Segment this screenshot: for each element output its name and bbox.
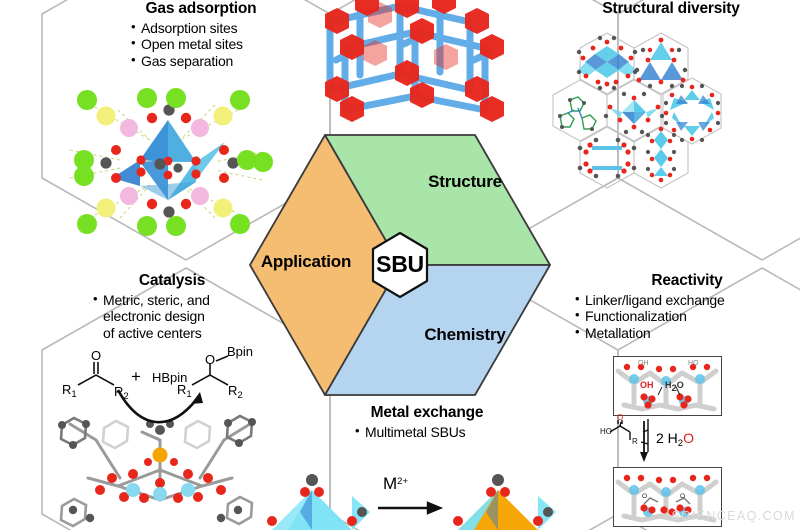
mof-red-polyhedra [325, 0, 504, 122]
sbu-cell-4 [606, 79, 662, 142]
catalysis-carbon-atoms [58, 418, 256, 523]
panel-bullets-metal-exchange: Multimetal SBUs [354, 423, 532, 441]
svg-text:O: O [680, 493, 685, 500]
metal-exchange-left-sbu [267, 474, 370, 530]
reactivity-annotation-h2o: H2O [665, 380, 684, 394]
hex-outline-reactivity [617, 267, 800, 530]
list-item: Linker/ligand exchange [574, 291, 800, 309]
catalysis-scheme-reagent: HBpin [152, 370, 188, 385]
panel-reactivity: Reactivity Linker/ligand exchange Functi… [572, 272, 800, 341]
catalysis-scheme-r1: R1 [62, 382, 77, 400]
panel-title-reactivity: Reactivity [651, 272, 723, 289]
list-item: Gas separation [130, 52, 306, 70]
metal-exchange-arrow-label: M2+ [383, 474, 409, 493]
sbu-graphic-ring [663, 83, 721, 143]
panel-title-catalysis: Catalysis [138, 272, 206, 289]
adsorption-gas-molecules-yellow [96, 106, 233, 218]
svg-text:O: O [642, 493, 647, 500]
sbu-graphic-rod [645, 126, 677, 183]
catalysis-scheme-product-o: O [205, 352, 216, 367]
catalysis-scheme-product-r1: R1 [177, 382, 192, 400]
list-item: Metallation [574, 324, 800, 342]
catalysis-metal-atoms [126, 483, 195, 501]
adsorption-gas-molecules-green [74, 88, 273, 236]
svg-text:O: O [617, 413, 623, 422]
sbu-graphic-organic-linker [558, 96, 597, 131]
sbu-cell-5 [662, 77, 722, 145]
wedge-label-application: Application [260, 252, 352, 271]
panel-bullets-reactivity: Linker/ligand exchange Functionalization… [574, 291, 800, 342]
center-label-sbu: SBU [376, 251, 424, 277]
catalysis-scheme-product-r2: R2 [228, 383, 243, 401]
catalysis-active-metal-atom [152, 447, 168, 463]
panel-title-metal-exchange: Metal exchange [370, 404, 484, 421]
catalysis-scheme-product-bpin: Bpin [227, 344, 254, 359]
wedge-chemistry[interactable] [324, 264, 551, 396]
list-item: electronic design [103, 308, 205, 325]
panel-structural-diversity: Structural diversity [556, 0, 786, 20]
wedge-label-chemistry: Chemistry [424, 325, 506, 344]
sbu-cell-7 [633, 126, 689, 189]
list-item: of active centers [103, 324, 202, 341]
list-item: Functionalization [574, 307, 800, 325]
panel-bullets-catalysis: Metric, steric, and electronic design of… [92, 291, 282, 342]
reactivity-water-label: 2 H2O [656, 430, 694, 449]
svg-text:OH: OH [638, 360, 649, 367]
adsorption-carbon-atoms [100, 104, 239, 218]
panel-metal-exchange: Metal exchange Multimetal SBUs [322, 404, 532, 440]
panel-catalysis: Catalysis Metric, steric, and electronic… [62, 272, 282, 341]
sbu-graphic-paddlewheel [577, 137, 637, 179]
adsorption-gas-molecules-pink [120, 119, 209, 205]
list-item: Multimetal SBUs [354, 423, 532, 441]
wedge-label-structure: Structure [428, 172, 502, 191]
catalysis-aromatic-rings [59, 414, 254, 528]
reactivity-annotation-oh: OH [640, 380, 654, 390]
panel-bullets-gas-adsorption: Adsorption sites Open metal sites Gas se… [130, 19, 306, 70]
sbu-graphic-tetrahedral [603, 91, 665, 135]
list-item: Metric, steric, and [92, 291, 282, 309]
catalysis-oxygen-atoms [95, 458, 226, 503]
svg-text:HO: HO [688, 360, 699, 367]
sbu-graphic-trinuclear [634, 37, 688, 89]
hex-outline-structural-diversity [617, 0, 800, 261]
watermark: SCIENCEAQ.COM [671, 509, 796, 523]
sbu-cell-2 [633, 32, 689, 95]
reactivity-image-top: OH HO [613, 356, 722, 416]
list-item: Adsorption sites [130, 19, 306, 37]
metal-exchange-right-sbu [453, 474, 556, 530]
sbu-graphic-cuboctahedron [576, 35, 638, 91]
svg-text:R: R [632, 437, 638, 446]
catalysis-scheme-plus: + [131, 367, 141, 386]
panel-title-gas-adsorption: Gas adsorption [145, 0, 257, 17]
catalysis-scheme-o: O [91, 348, 102, 363]
svg-text:HO: HO [600, 427, 612, 436]
list-item: Open metal sites [130, 35, 306, 53]
adsorption-oxygen-atoms [111, 112, 229, 210]
panel-gas-adsorption: Gas adsorption Adsorption sites Open met… [96, 0, 306, 69]
panel-title-structural-diversity: Structural diversity [602, 0, 740, 17]
center-hexagon-sbu[interactable] [371, 231, 429, 299]
catalysis-scheme-r2: R2 [114, 384, 129, 402]
metal-exchange-arrow [378, 501, 444, 515]
